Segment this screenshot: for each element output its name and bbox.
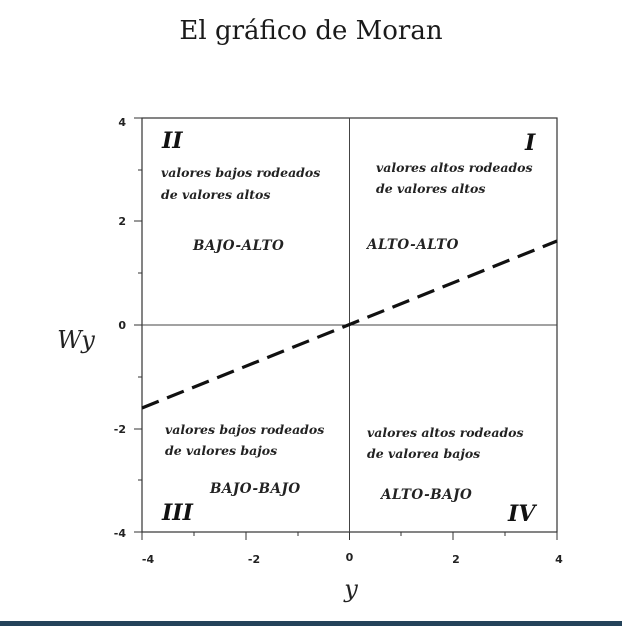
quadrant-numeral-iii: III bbox=[161, 500, 194, 526]
quadrant-iii-label: BAJO-BAJO bbox=[209, 481, 301, 497]
y-tick-label: 4 bbox=[118, 116, 126, 129]
quadrant-iv-description-line2: de valorea bajos bbox=[367, 446, 480, 461]
y-tick-label: 2 bbox=[118, 215, 126, 228]
quadrant-iii-description-line1: valores bajos rodeados bbox=[165, 422, 324, 437]
x-tick-label: 0 bbox=[346, 551, 354, 564]
quadrant-iv-label: ALTO-BAJO bbox=[379, 487, 472, 503]
quadrant-numeral-iv: IV bbox=[507, 501, 537, 527]
quadrant-ii-label: BAJO-ALTO bbox=[192, 238, 284, 254]
bottom-accent-bar bbox=[0, 621, 622, 626]
x-axis-title: y bbox=[343, 575, 358, 603]
regression-dashed-line bbox=[141, 239, 558, 410]
quadrant-i-label: ALTO-ALTO bbox=[365, 237, 459, 253]
quadrant-ii-description-line1: valores bajos rodeados bbox=[161, 165, 320, 180]
x-tick-label: 4 bbox=[555, 553, 563, 566]
x-tick-label: -4 bbox=[142, 553, 155, 566]
y-axis bbox=[134, 117, 142, 533]
y-tick-label: -4 bbox=[114, 527, 127, 540]
x-axis bbox=[141, 532, 558, 540]
x-tick-label: 2 bbox=[452, 553, 460, 566]
quadrant-iii-description-line2: de valores bajos bbox=[165, 443, 277, 458]
y-axis-title: Wy bbox=[57, 326, 95, 354]
y-tick-label: 0 bbox=[118, 319, 126, 332]
quadrant-iv-description-line1: valores altos rodeados bbox=[367, 425, 524, 440]
quadrant-i-description-line2: de valores altos bbox=[376, 181, 485, 196]
quadrant-numeral-i: I bbox=[524, 130, 536, 156]
quadrant-ii-description-line2: de valores altos bbox=[161, 187, 270, 202]
quadrant-numeral-ii: II bbox=[161, 128, 183, 154]
y-tick-label: -2 bbox=[114, 423, 126, 436]
chart-title: El gráfico de Moran bbox=[179, 16, 443, 46]
x-tick-label: -2 bbox=[248, 553, 260, 566]
quadrant-i-description-line1: valores altos rodeados bbox=[376, 160, 533, 175]
